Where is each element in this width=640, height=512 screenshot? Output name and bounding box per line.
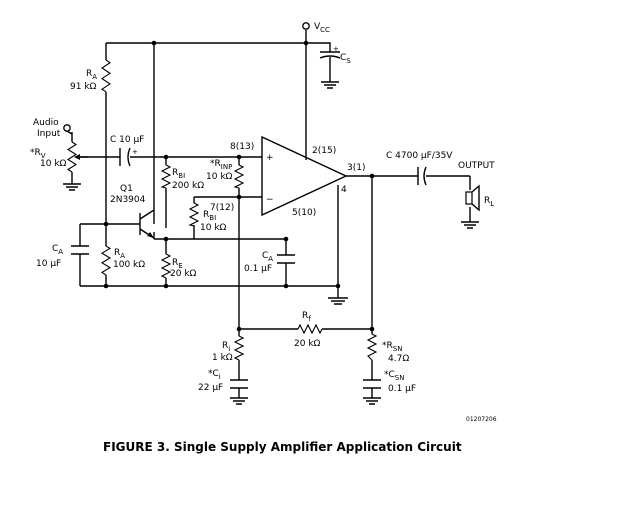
c-output-label: C 4700 µF/35V — [386, 151, 453, 161]
ra-top-resistor: RA 91 kΩ — [70, 59, 111, 93]
ci-label: *Ci — [208, 369, 221, 381]
csn-value: 0.1 µF — [388, 384, 416, 394]
junction-dots — [103, 40, 375, 332]
figure-code: 01207206 — [466, 416, 497, 423]
audio-input-label-2: Input — [37, 129, 61, 139]
rf-label: Rf — [302, 311, 311, 323]
audio-input-label-1: Audio — [33, 118, 59, 128]
ground-main — [328, 297, 348, 305]
wires — [71, 30, 471, 398]
csn-label: *CSN — [384, 370, 404, 382]
re-value: 20 kΩ — [170, 269, 197, 279]
q1-type: 2N3904 — [110, 195, 146, 205]
vcc-terminal: VCC — [302, 22, 330, 34]
ci-value: 22 µF — [198, 383, 223, 393]
ca-left-label: CA — [52, 244, 63, 256]
pin-out-label: 3(1) — [347, 163, 365, 173]
re-resistor: RE 20 kΩ — [160, 253, 197, 279]
ca-right-capacitor: CA 0.1 µF — [244, 251, 295, 274]
figure-caption: FIGURE 3. Single Supply Amplifier Applic… — [103, 440, 462, 454]
pin-vcc-label: 2(15) — [312, 146, 336, 156]
rinp-label: *RINP — [210, 159, 232, 171]
ca-left-value: 10 µF — [36, 259, 61, 269]
c-input-capacitor: + C 10 µF — [110, 135, 144, 167]
ca-right-value: 0.1 µF — [244, 264, 272, 274]
svg-text:+: + — [132, 148, 138, 156]
c-input-label: C 10 µF — [110, 135, 144, 145]
rinp-resistor: *RINP 10 kΩ — [206, 159, 245, 189]
rf-resistor: Rf 20 kΩ — [294, 311, 323, 349]
rv-value: 10 kΩ — [40, 159, 67, 169]
rf-value: 20 kΩ — [294, 339, 321, 349]
rl-label: RL — [484, 196, 494, 208]
rsn-value: 4.7Ω — [388, 354, 409, 364]
rv-label: *RV — [30, 148, 46, 160]
ca-left-capacitor: CA 10 µF — [36, 244, 89, 269]
op-amp: + − 8(13) 2(15) 3(1) 4 7(12) 5(10) — [210, 135, 365, 218]
vcc-label: VCC — [314, 22, 330, 34]
cs-capacitor: + CS — [319, 45, 351, 89]
rbi-10k-resistor: RBI 10 kΩ — [188, 202, 227, 233]
output-label: OUTPUT — [458, 161, 495, 171]
pin-4-label: 4 — [341, 185, 347, 195]
rsn-label: *RSN — [382, 341, 402, 353]
rbi-200k-value: 200 kΩ — [172, 181, 204, 191]
cs-label: CS — [340, 53, 351, 65]
ri-value: 1 kΩ — [212, 353, 233, 363]
csn-capacitor: *CSN 0.1 µF — [363, 370, 416, 405]
rv-potentiometer: *RV 10 kΩ — [30, 141, 88, 191]
ra-100k-value: 100 kΩ — [113, 260, 145, 270]
ra-top-label: RA — [86, 69, 97, 81]
q1-label: Q1 — [120, 184, 133, 194]
pin-input-label: 8(13) — [230, 142, 254, 152]
c-output-capacitor: C 4700 µF/35V OUTPUT — [386, 151, 495, 186]
rbi-200k-label: RBI — [172, 168, 185, 180]
pin-bias-label: 7(12) — [210, 203, 234, 213]
rbi-10k-value: 10 kΩ — [200, 223, 227, 233]
re-label: RE — [172, 258, 183, 270]
rbi-10k-label: RBI — [203, 210, 216, 222]
svg-text:+: + — [333, 45, 339, 53]
rinp-value: 10 kΩ — [206, 172, 233, 182]
rsn-resistor: *RSN 4.7Ω — [366, 333, 409, 364]
speaker-rl: RL — [461, 184, 494, 229]
minus-sign: − — [266, 195, 274, 205]
ci-capacitor: *Ci 22 µF — [198, 369, 248, 405]
ra-100k-resistor: RA 100 kΩ — [100, 245, 145, 276]
ri-label: Ri — [222, 341, 230, 353]
rbi-200k-resistor: RBI 200 kΩ — [160, 164, 204, 191]
ra-100k-label: RA — [114, 248, 125, 260]
pin-gnd-label: 5(10) — [292, 208, 316, 218]
plus-sign: + — [266, 153, 274, 163]
ca-right-label: CA — [262, 251, 273, 263]
q1-transistor: Q1 2N3904 — [110, 184, 155, 239]
audio-input: Audio Input — [33, 118, 73, 139]
ri-resistor: Ri 1 kΩ — [212, 335, 245, 363]
ra-top-value: 91 kΩ — [70, 82, 97, 92]
